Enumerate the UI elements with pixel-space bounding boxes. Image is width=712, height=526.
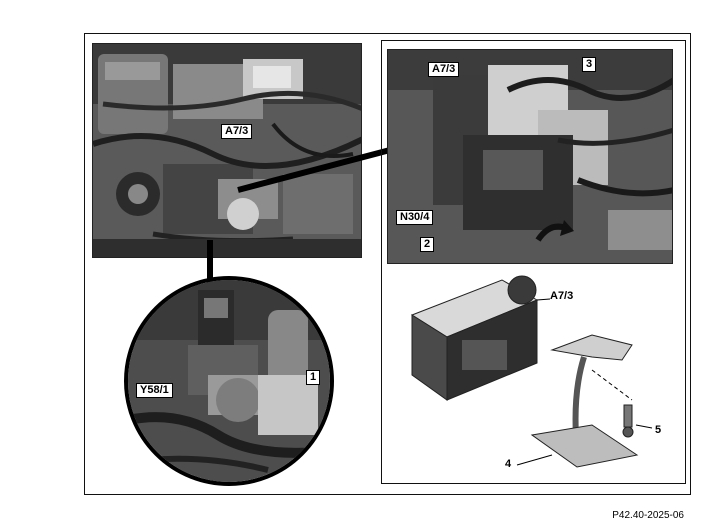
label-a73-unit: A7/3 [550,290,574,302]
unit-bracket-drawing [410,275,653,468]
callout-n30-4: N30/4 [396,210,434,225]
label-5-bracket: 5 [655,424,662,436]
right-panel [381,40,686,484]
hydraulic-unit-illustration [388,50,672,263]
figure-id: P42.40-2025-06 [612,510,684,521]
callout-a73-top: A7/3 [428,62,460,77]
callout-y58-1: Y58/1 [136,383,173,398]
hydraulic-unit-photo: A7/3 3 N30/4 2 [387,49,673,264]
callout-1-detail: 1 [306,370,321,385]
callout-2-top: 2 [420,237,435,252]
engine-bay-photo: A7/3 [92,43,362,258]
figure-frame [84,33,691,495]
label-4-bracket: 4 [505,458,512,470]
hydraulic-unit-drawing [410,275,551,401]
callout-3-top: 3 [582,57,597,72]
detail-circle-photo: Y58/1 1 [124,276,334,486]
detail-illustration [128,280,330,482]
engine-bay-illustration [93,44,361,257]
arrow-head [560,220,574,236]
bracket-drawing [516,334,653,468]
callout-a73-engine: A7/3 [221,124,253,139]
